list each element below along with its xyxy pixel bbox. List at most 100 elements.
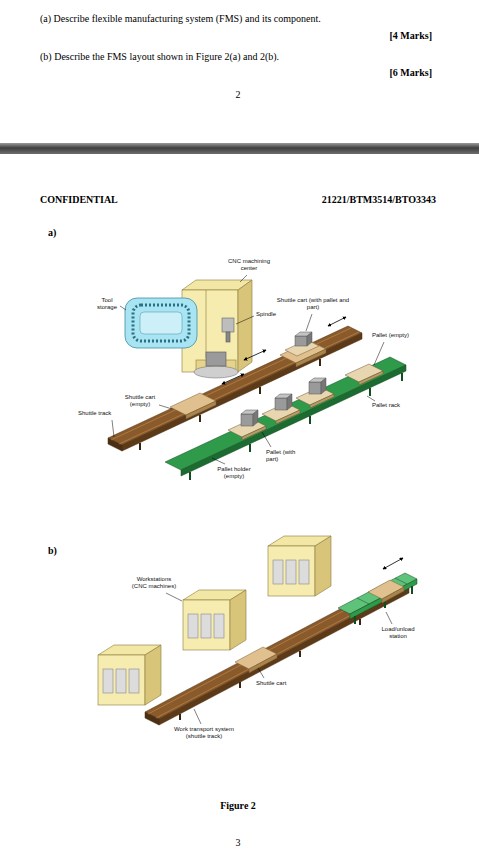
- callout-label: Shuttle cart (empty): [118, 394, 162, 407]
- part-side: [287, 394, 292, 410]
- rail: [119, 332, 359, 444]
- station-leg: [411, 586, 413, 594]
- callout-label: Pallet holder (empty): [210, 466, 258, 479]
- load-unload-station: [338, 573, 417, 624]
- pallet-side: [310, 394, 334, 408]
- cart-side: [249, 654, 277, 673]
- marks: [4 Marks]: [352, 30, 432, 41]
- part: [241, 414, 253, 426]
- leader-line: [306, 314, 312, 331]
- tool-magazine: [125, 298, 197, 348]
- pallet-side: [359, 371, 383, 385]
- header-text: CONFIDENTIAL: [40, 194, 170, 205]
- track-leg: [179, 714, 181, 720]
- part: [295, 336, 307, 346]
- cnc-workstation: [268, 536, 331, 596]
- leader-line: [236, 316, 254, 324]
- callout-label: CNC machining center: [222, 258, 276, 271]
- callout-label: Tool storage: [92, 297, 122, 310]
- cnc-workstation: [98, 645, 161, 705]
- part: [275, 398, 287, 410]
- tool-magazine-core: [140, 312, 182, 334]
- window: [103, 669, 113, 693]
- station-slat: [395, 578, 407, 584]
- shuttle-carts: [235, 580, 404, 673]
- window: [214, 614, 224, 638]
- leader-lines: [166, 593, 392, 724]
- rack-top: [165, 357, 406, 470]
- machine-side: [145, 645, 161, 705]
- shuttle-track: [108, 326, 362, 451]
- track-leg: [239, 682, 241, 688]
- callout-label: Pallet (with part): [266, 449, 306, 462]
- callout-label: Load/unload station: [378, 626, 418, 639]
- page-number: 3: [228, 837, 248, 848]
- workpiece: [206, 352, 226, 366]
- window: [299, 560, 309, 584]
- callout-label: Pallet rack: [372, 402, 412, 409]
- station-side: [350, 579, 417, 619]
- part: [309, 382, 321, 394]
- figure-a: [108, 275, 406, 480]
- figure-b: [98, 536, 417, 725]
- callout-label: Shuttle cart (with pallet and part): [274, 297, 352, 310]
- leader-line: [112, 420, 114, 437]
- part-side: [253, 410, 258, 426]
- machine-front: [98, 655, 145, 705]
- motion-arrow: [328, 317, 346, 326]
- rack-leg: [369, 388, 371, 396]
- part-side: [321, 378, 326, 394]
- rotary-table: [194, 366, 238, 378]
- window: [201, 614, 211, 638]
- leader-lines: [112, 275, 384, 464]
- question-text: (a) Describe flexible manufacturing syst…: [40, 13, 440, 24]
- leader-line: [166, 593, 182, 601]
- callout-label: Workstations (CNC machines): [130, 576, 178, 589]
- cnc-workstation: [183, 590, 246, 650]
- page-break-band: [0, 143, 479, 154]
- window: [273, 560, 283, 584]
- machine-front: [268, 546, 315, 596]
- figure-label: a): [48, 227, 78, 238]
- track-end: [145, 712, 159, 725]
- leader-line: [367, 396, 375, 401]
- rack-leg: [189, 472, 191, 480]
- machine-side: [315, 536, 331, 596]
- header-text: 21221/BTM3514/BTO3343: [290, 194, 436, 205]
- callout-label: Work transport system (shuttle track): [168, 726, 240, 739]
- spindle: [226, 332, 230, 342]
- track-side: [122, 333, 362, 451]
- leader-line: [240, 275, 247, 282]
- cart-side: [186, 401, 216, 419]
- motion-arrow: [244, 350, 266, 360]
- question-text: (b) Describe the FMS layout shown in Fig…: [40, 51, 440, 62]
- leader-line: [386, 612, 392, 624]
- callout-label: Shuttle cart: [256, 680, 296, 687]
- marks: [6 Marks]: [352, 67, 432, 78]
- track-leg: [319, 359, 321, 366]
- shuttle-cart: [368, 580, 404, 599]
- station-slat: [357, 598, 369, 604]
- rack-leg: [249, 444, 251, 452]
- window: [286, 560, 296, 584]
- pallet-empty: [345, 364, 383, 382]
- rack-leg: [309, 416, 311, 424]
- station-leg: [354, 616, 356, 624]
- tool-chain: [133, 305, 189, 341]
- machine-side: [230, 590, 246, 650]
- page-number: 2: [228, 89, 248, 100]
- track-end: [108, 438, 122, 451]
- window: [129, 669, 139, 693]
- motion-arrow: [383, 558, 403, 569]
- rack-side: [181, 365, 406, 476]
- pallet-rack: [165, 357, 406, 480]
- leader-line: [262, 432, 271, 447]
- pallets: [228, 364, 383, 440]
- part-side: [307, 332, 312, 346]
- track-leg: [139, 443, 141, 450]
- rail: [111, 328, 351, 440]
- track-leg: [199, 415, 201, 422]
- leader-line: [159, 405, 172, 409]
- station-top: [338, 573, 417, 614]
